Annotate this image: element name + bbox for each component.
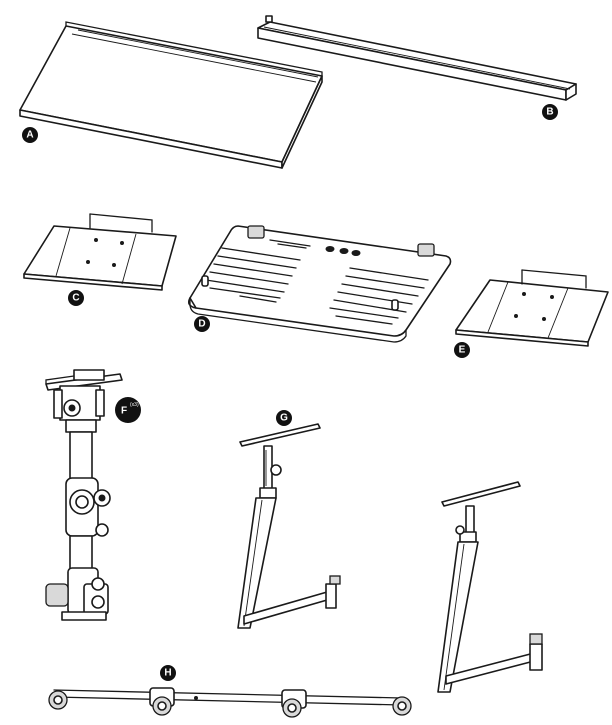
badge-f-label: F [121,406,127,417]
badge-e: E [454,342,470,358]
part-a-desk-panel [19,21,323,169]
badge-d-label: D [198,319,205,330]
part-f-center-column [45,369,123,621]
badge-e-label: E [459,345,466,356]
badge-d: D [194,316,210,332]
badge-b: B [542,104,558,120]
part-g-leg-left [237,423,341,629]
logo-mark [325,246,361,256]
badge-a: A [22,127,38,143]
caster-wheels [48,690,412,718]
badge-g-label: G [280,413,288,424]
part-b-crossbar [257,15,577,101]
part-d-laptop-tray [188,225,452,343]
part-c-mount-plate [23,213,177,291]
badge-h: H [160,665,176,681]
badge-f: F (x3) [115,397,141,423]
part-e-mount-plate [455,269,609,347]
badge-h-label: H [164,668,171,679]
badge-g: G [276,410,292,426]
badge-c: C [68,290,84,306]
badge-c-label: C [72,293,79,304]
badge-b-label: B [546,107,553,118]
part-h-caster-base [48,687,412,718]
badge-f-sublabel: (x3) [130,402,139,408]
badge-a-label: A [26,130,33,141]
part-g-leg-right [437,481,543,693]
